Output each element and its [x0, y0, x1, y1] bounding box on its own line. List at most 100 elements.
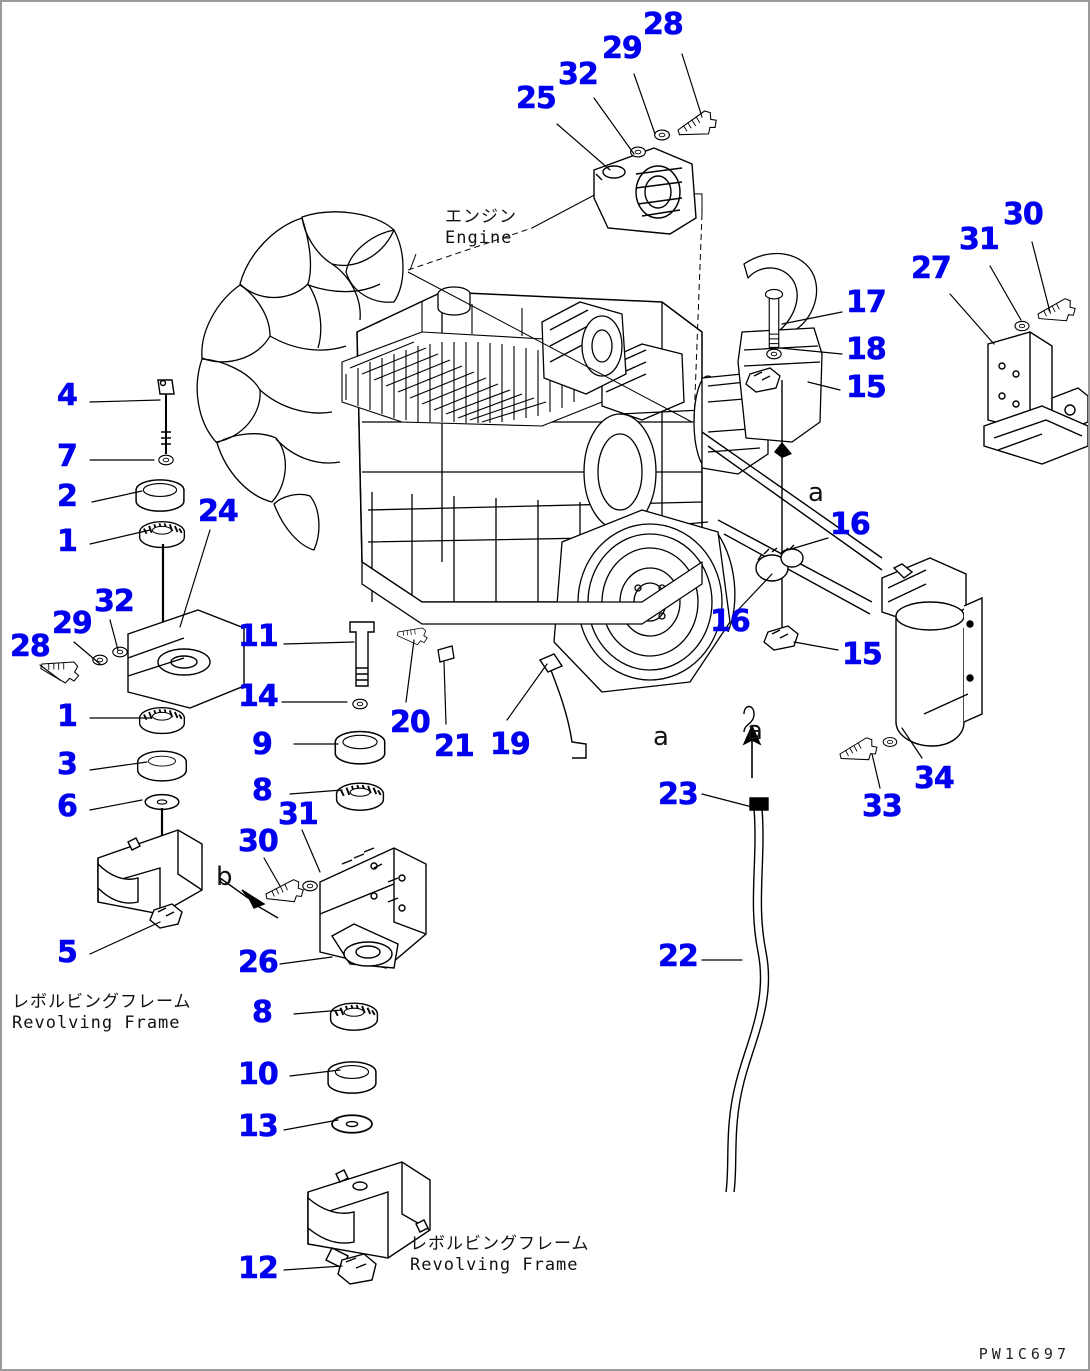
callout-27: 27: [911, 251, 952, 286]
label-jp: レボルビングフレーム: [12, 992, 192, 1012]
section-arrow-a-down: [742, 724, 762, 746]
leader-27: [949, 293, 995, 345]
callout-10: 10: [238, 1057, 279, 1092]
label-en: Engine: [445, 228, 513, 248]
part-10-cup: [327, 1061, 377, 1094]
part-32-washer-left: [112, 646, 128, 658]
right-mount-bracket: [983, 296, 1088, 465]
callout-28: 28: [643, 7, 684, 42]
label-en: Revolving Frame: [410, 1255, 579, 1275]
leader-4: [89, 399, 161, 403]
sheet-code: PW1C697: [978, 1345, 1070, 1363]
callout-32: 32: [558, 57, 599, 92]
part-19-tube: [538, 653, 587, 759]
callout-1: 1: [57, 699, 78, 734]
part-1-nut: [138, 520, 186, 549]
leader-30: [1031, 241, 1051, 313]
top-mount-assembly: [593, 107, 721, 235]
leader-31: [989, 265, 1022, 321]
callout-7: 7: [57, 439, 78, 474]
callout-29: 29: [602, 31, 643, 66]
leader-23: [701, 793, 753, 808]
leader-17: [781, 311, 843, 325]
callout-11: 11: [238, 619, 279, 654]
leader-12: [283, 1265, 343, 1271]
callout-1: 1: [57, 524, 78, 559]
left-mount-bracket: [38, 609, 245, 709]
leader-30: [263, 857, 281, 887]
label-en: Revolving Frame: [12, 1013, 181, 1033]
leader-18: [779, 347, 843, 355]
leader-20: [405, 639, 415, 703]
part-30-bolt-right: [1035, 296, 1078, 327]
callout-14: 14: [238, 679, 279, 714]
part-3-rubber: [136, 750, 188, 782]
left-lower-mount-stack: [97, 706, 203, 929]
leader-34: [901, 727, 923, 759]
part-15-clamp-lower: [763, 625, 799, 651]
callout-30: 30: [1003, 197, 1044, 232]
section-marker-a-upper: a: [808, 478, 824, 508]
exhaust-elbow: [737, 252, 823, 443]
leader-32: [593, 97, 635, 155]
part-6-washer: [144, 793, 180, 811]
part-8-nut-lower: [329, 1002, 379, 1032]
part-13-washer: [331, 1114, 373, 1134]
callout-2: 2: [57, 479, 78, 514]
part-11-bolt: [349, 621, 375, 687]
leader-1: [89, 529, 151, 545]
section-marker-b-marker: b: [216, 862, 233, 892]
leader-29: [73, 641, 101, 665]
section-arrow-a-up: [774, 442, 792, 458]
leader-21: [443, 661, 447, 725]
part-2-cup: [135, 479, 185, 512]
part-14-washer: [352, 698, 368, 710]
revolving-frame-bracket-left: [97, 829, 203, 915]
callout-29: 29: [52, 606, 93, 641]
section-marker-a-arrow: a: [747, 716, 763, 746]
callout-22: 22: [658, 939, 699, 974]
section-b-arrow: [219, 877, 279, 919]
alternator: [541, 301, 627, 395]
leader-33: [871, 753, 881, 789]
callout-15: 15: [842, 637, 883, 672]
filter-assembly: [837, 557, 983, 767]
part-18-washer: [766, 348, 782, 360]
part-34-washer: [882, 736, 898, 748]
callout-34: 34: [914, 761, 955, 796]
callout-26: 26: [238, 945, 279, 980]
callout-25: 25: [516, 81, 557, 116]
leader-29: [633, 73, 656, 135]
leader-16: [737, 573, 773, 611]
callout-33: 33: [862, 789, 903, 824]
callout-9: 9: [252, 727, 273, 762]
leader-10: [289, 1069, 341, 1077]
mount-bracket-top: [593, 147, 697, 235]
label-jp: レボルビングフレーム: [410, 1234, 590, 1254]
center-mount-stack: [263, 621, 431, 1285]
part-12-clip: [337, 1253, 377, 1285]
leader-15: [793, 641, 839, 651]
part-30-bolt-center: [263, 877, 306, 907]
leader-15: [807, 381, 841, 391]
leader-3: [89, 761, 148, 771]
leader-16: [787, 537, 829, 551]
leader-13: [283, 1119, 339, 1131]
part-29-washer: [654, 129, 670, 141]
callout-8: 8: [252, 995, 273, 1030]
callout-15: 15: [846, 370, 887, 405]
part-23-clip: [749, 797, 769, 811]
part-4-rod: [157, 379, 175, 454]
cooling-fan: [196, 211, 404, 551]
callout-8: 8: [252, 773, 273, 808]
part-26-bracket: [319, 847, 427, 969]
part-28-bolt: [674, 107, 721, 144]
callout-16: 16: [830, 507, 871, 542]
leader-28: [39, 664, 61, 681]
part-31-washer-right: [1014, 320, 1030, 332]
leader-2: [91, 490, 143, 503]
label-jp: エンジン: [445, 207, 517, 227]
